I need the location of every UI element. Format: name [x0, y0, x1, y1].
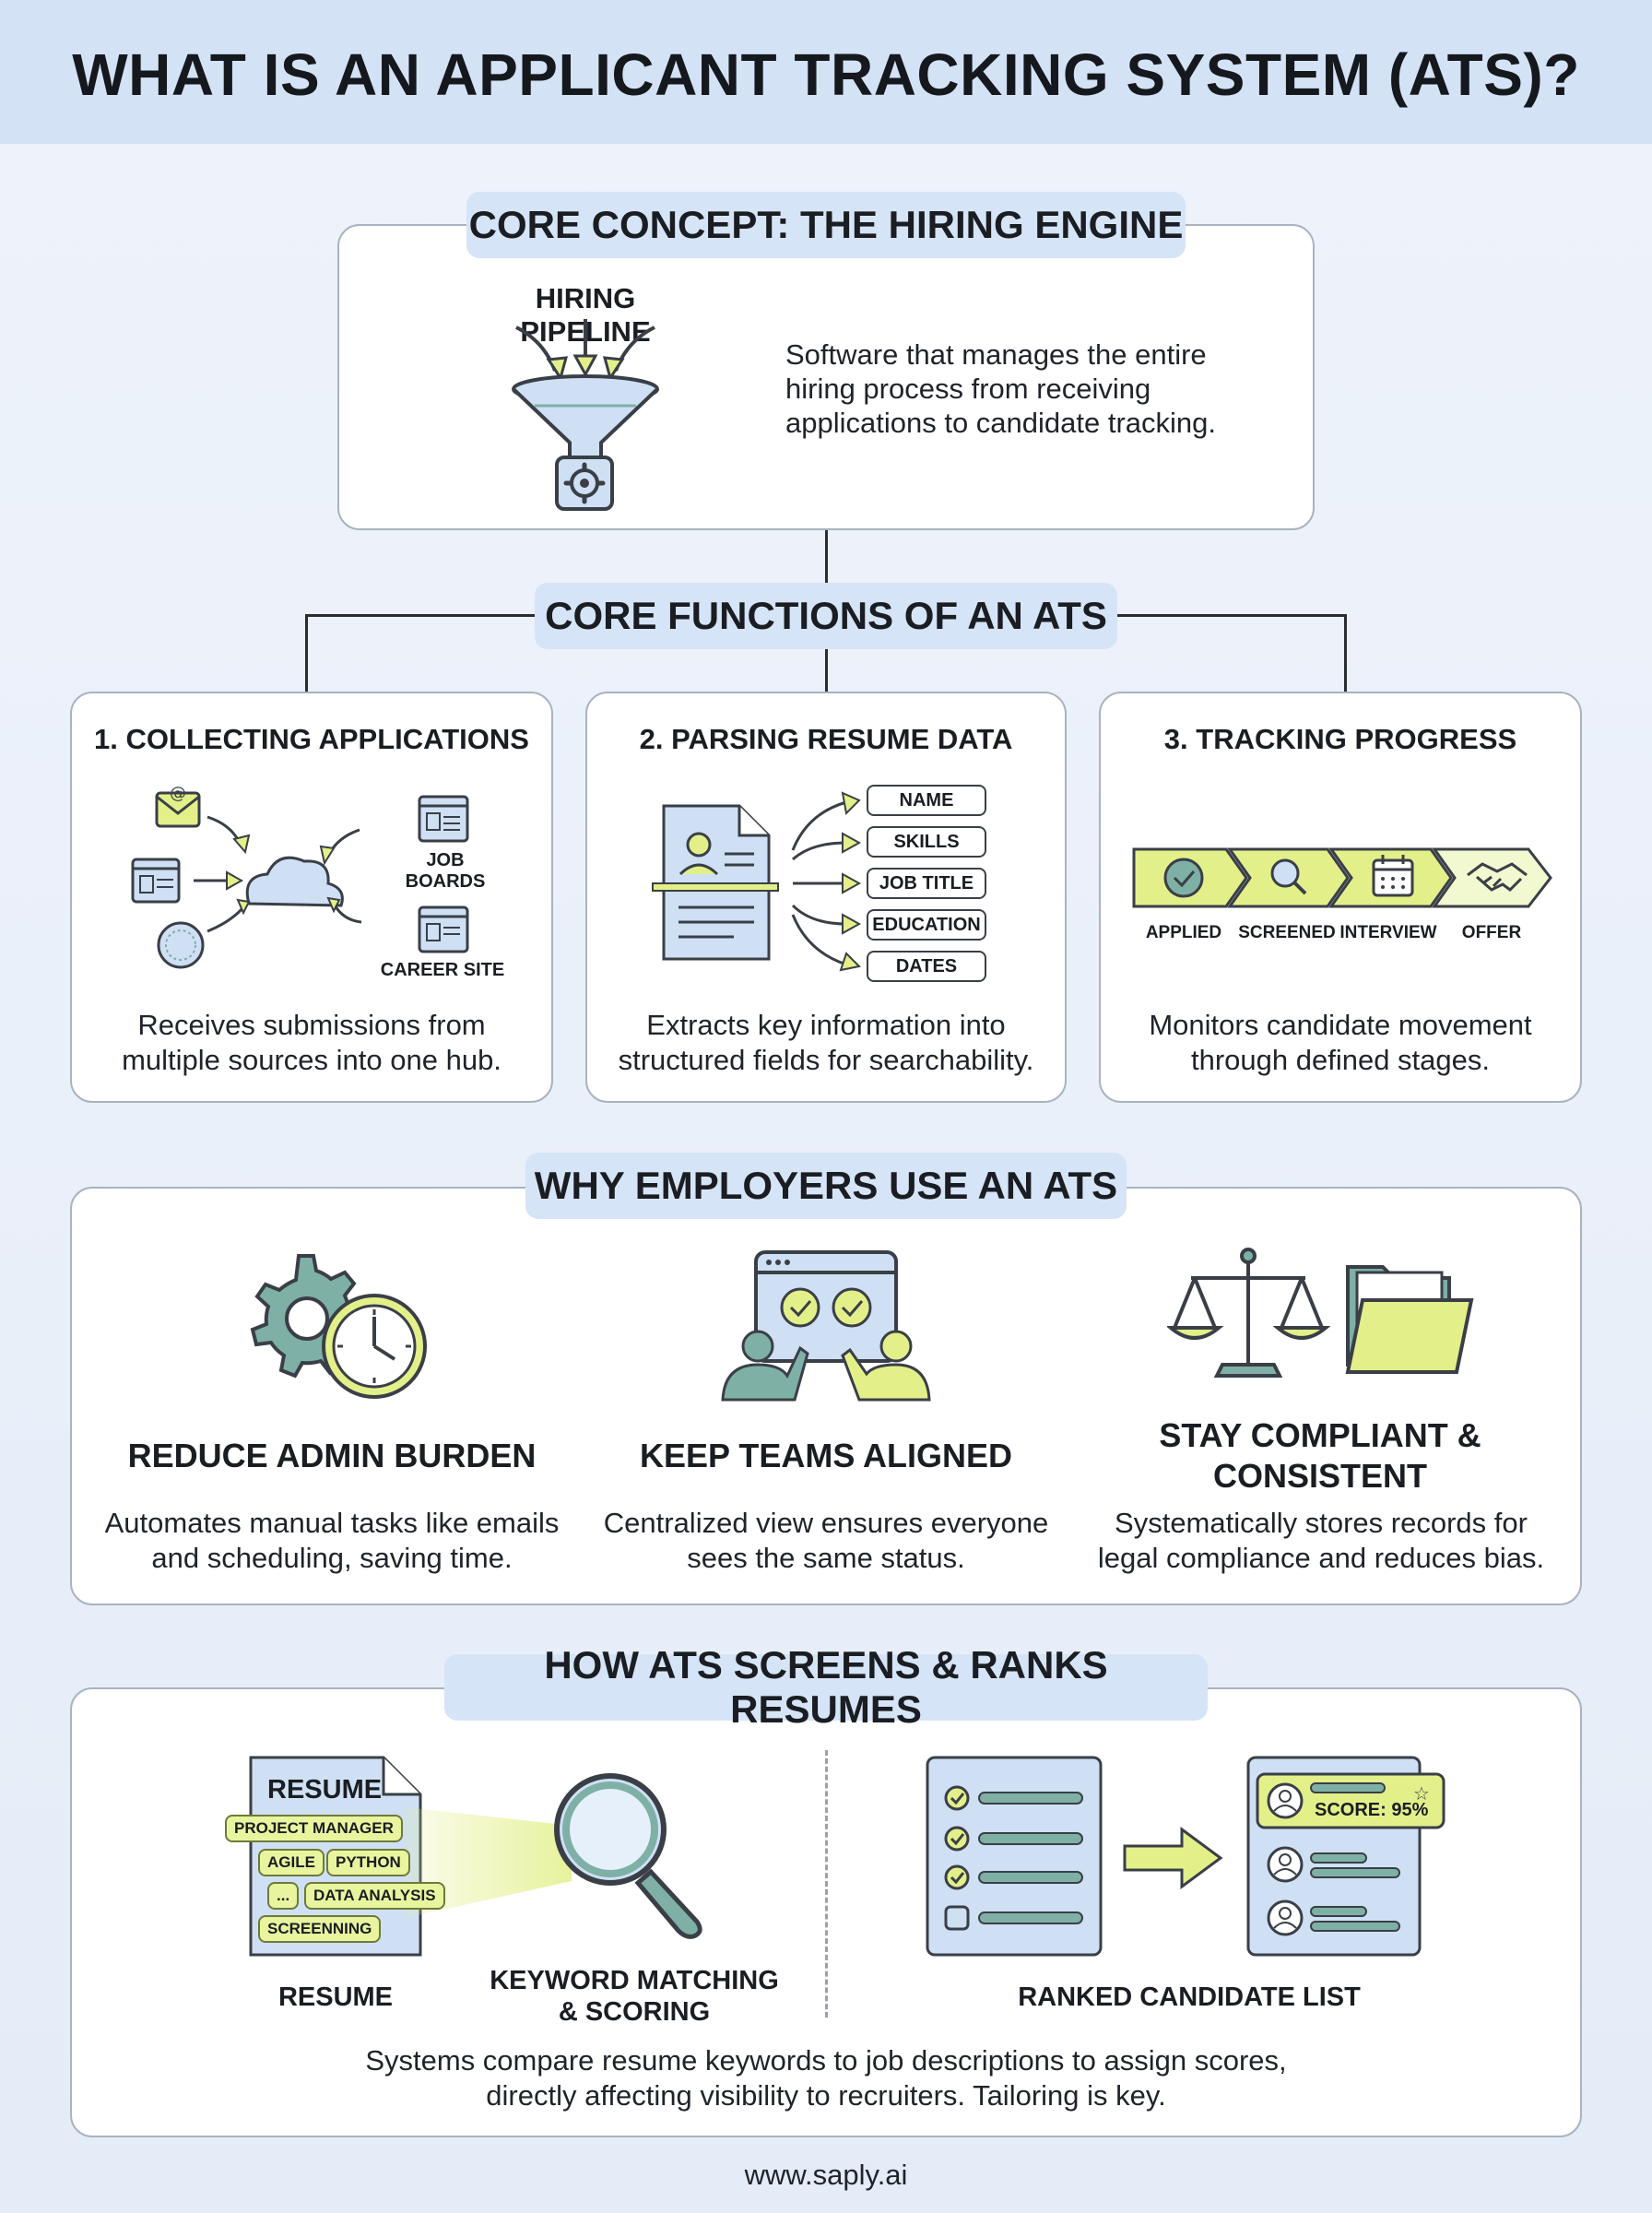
function-title-collecting: 1. COLLECTING APPLICATIONS: [94, 723, 529, 755]
parsed-field-education: EDUCATION: [867, 909, 986, 941]
connector-right: [1344, 614, 1347, 692]
handshake-icon: [1467, 862, 1528, 892]
person-icon: [721, 1330, 809, 1402]
connector-middle: [825, 645, 828, 692]
parsed-field-skills: SKILLS: [867, 826, 986, 858]
keyword-tag-screening: SCREENNING: [258, 1915, 382, 1943]
stage-label-interview: INTERVIEW: [1339, 923, 1437, 942]
checklist-icon: [926, 1756, 1103, 1957]
ranked-list-icon: ☆: [1246, 1756, 1446, 1957]
avatar-icon: [1267, 1782, 1304, 1819]
benefit-desc-teams-aligned: Centralized view ensures everyone sees t…: [603, 1507, 1049, 1574]
magnifier-icon: [1270, 858, 1307, 895]
collecting-sources-icon: @: [131, 784, 362, 969]
avatar-icon: [1267, 1899, 1304, 1936]
scales-icon: [1167, 1248, 1331, 1378]
stage-label-offer: OFFER: [1461, 923, 1522, 942]
stage-progress-bar: [1132, 847, 1552, 908]
score-text: SCORE: 95%: [1315, 1800, 1429, 1820]
footer-url[interactable]: www.saply.ai: [744, 2159, 908, 2191]
core-concept-heading: CORE CONCEPT: THE HIRING ENGINE: [466, 192, 1186, 258]
connector-left: [305, 614, 308, 692]
scales-folder-icon: [1167, 1248, 1474, 1378]
cloud-icon: [245, 856, 344, 907]
source-label-job-boards: JOB BOARDS: [405, 850, 486, 892]
label-keyword-matching-line1: KEYWORD MATCHING: [490, 1966, 779, 1995]
screening-heading: HOW ATS SCREENS & RANKS RESUMES: [444, 1643, 1208, 1731]
benefit-title-reduce-admin: REDUCE ADMIN BURDEN: [127, 1437, 537, 1474]
core-concept-panel: [337, 224, 1315, 530]
why-employers-heading: WHY EMPLOYERS USE AN ATS: [525, 1153, 1127, 1219]
function-title-parsing: 2. PARSING RESUME DATA: [639, 723, 1013, 755]
resume-header-label: RESUME: [267, 1775, 383, 1805]
check-circle-icon: [944, 1864, 970, 1890]
career-site-icon: [418, 905, 469, 953]
benefit-title-compliant-line2: CONSISTENT: [1212, 1457, 1427, 1495]
check-circle-icon: [944, 1826, 970, 1852]
folder-icon: [1345, 1265, 1474, 1374]
page-title: WHAT IS AN APPLICANT TRACKING SYSTEM (AT…: [72, 41, 1580, 108]
svg-text:@: @: [170, 784, 186, 803]
check-circle-icon: [944, 1785, 970, 1811]
keyword-tag-data-analysis: DATA ANALYSIS: [304, 1882, 445, 1910]
parsed-field-name: NAME: [867, 785, 986, 816]
magnifier-icon: [554, 1773, 702, 1939]
clock-icon: [322, 1294, 427, 1399]
parsed-field-dates: DATES: [867, 951, 986, 982]
email-icon: @: [155, 784, 201, 828]
check-circle-icon: [1163, 858, 1204, 898]
label-screening-resume: RESUME: [277, 1982, 394, 2012]
header-bar: [0, 0, 1652, 144]
screening-desc-line2: directly affecting visibility to recruit…: [486, 2079, 1166, 2112]
globe-icon: [157, 921, 205, 969]
team-board-icon: [721, 1250, 931, 1402]
benefit-desc-compliant: Systematically stores records for legal …: [1097, 1507, 1545, 1574]
function-desc-collecting: Receives submissions from multiple sourc…: [122, 1009, 502, 1076]
check-circle-icon: [832, 1287, 872, 1328]
screening-divider: [825, 1750, 828, 2018]
label-ranked-candidate-list: RANKED CANDIDATE LIST: [1018, 1982, 1361, 2012]
calendar-icon: [1372, 855, 1414, 897]
stage-label-applied: APPLIED: [1145, 923, 1222, 942]
screening-desc-line1: Systems compare resume keywords to job d…: [365, 2044, 1287, 2077]
source-label-career-site: CAREER SITE: [380, 960, 505, 980]
keyword-tag-project-manager: PROJECT MANAGER: [225, 1815, 403, 1842]
funnel-icon: [512, 319, 659, 511]
resume-document-icon: [652, 804, 779, 961]
connector-vertical-top: [825, 530, 828, 586]
core-functions-heading: CORE FUNCTIONS OF AN ATS: [535, 583, 1117, 649]
job-board-icon: [418, 795, 469, 843]
star-icon: ☆: [1413, 1782, 1430, 1805]
label-keyword-matching-line2: & SCORING: [558, 1997, 711, 2027]
keyword-tag-agile: AGILE: [258, 1849, 324, 1876]
benefit-desc-reduce-admin: Automates manual tasks like emails and s…: [104, 1507, 560, 1574]
person-icon: [841, 1330, 931, 1402]
check-circle-icon: [780, 1287, 820, 1328]
scan-beam: [406, 1807, 572, 1918]
benefit-title-compliant-line1: STAY COMPLIANT &: [1159, 1416, 1481, 1454]
avatar-icon: [1267, 1846, 1304, 1883]
parse-arrows-icon: [791, 791, 862, 972]
gear-clock-icon: [250, 1254, 427, 1399]
keyword-tag-python: PYTHON: [326, 1849, 410, 1876]
benefit-title-teams-aligned: KEEP TEAMS ALIGNED: [639, 1437, 1013, 1474]
function-desc-tracking: Monitors candidate movement through defi…: [1149, 1009, 1532, 1076]
function-title-tracking: 3. TRACKING PROGRESS: [1163, 723, 1517, 755]
keyword-tag-ellipsis: ...: [267, 1882, 300, 1910]
core-concept-description: Software that manages the entire hiring …: [785, 338, 1217, 439]
function-desc-parsing: Extracts key information into structured…: [618, 1009, 1034, 1076]
parsed-field-job-title: JOB TITLE: [867, 868, 986, 899]
arrow-right-icon: [1123, 1827, 1223, 1889]
stage-label-screened: SCREENED: [1238, 923, 1336, 942]
browser-icon: [131, 858, 181, 904]
